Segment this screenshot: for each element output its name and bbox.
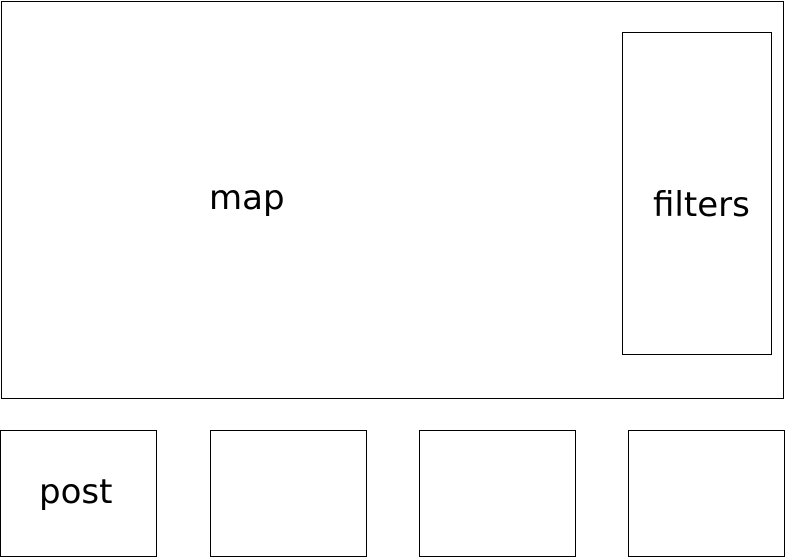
filters-panel[interactable]: filters bbox=[622, 32, 772, 355]
post-card[interactable] bbox=[419, 430, 576, 557]
post-label: post bbox=[39, 472, 113, 512]
post-card[interactable] bbox=[628, 430, 785, 557]
map-label: map bbox=[209, 178, 285, 218]
post-card[interactable] bbox=[210, 430, 367, 557]
post-card[interactable]: post bbox=[0, 430, 157, 557]
filters-label: filters bbox=[653, 185, 750, 225]
